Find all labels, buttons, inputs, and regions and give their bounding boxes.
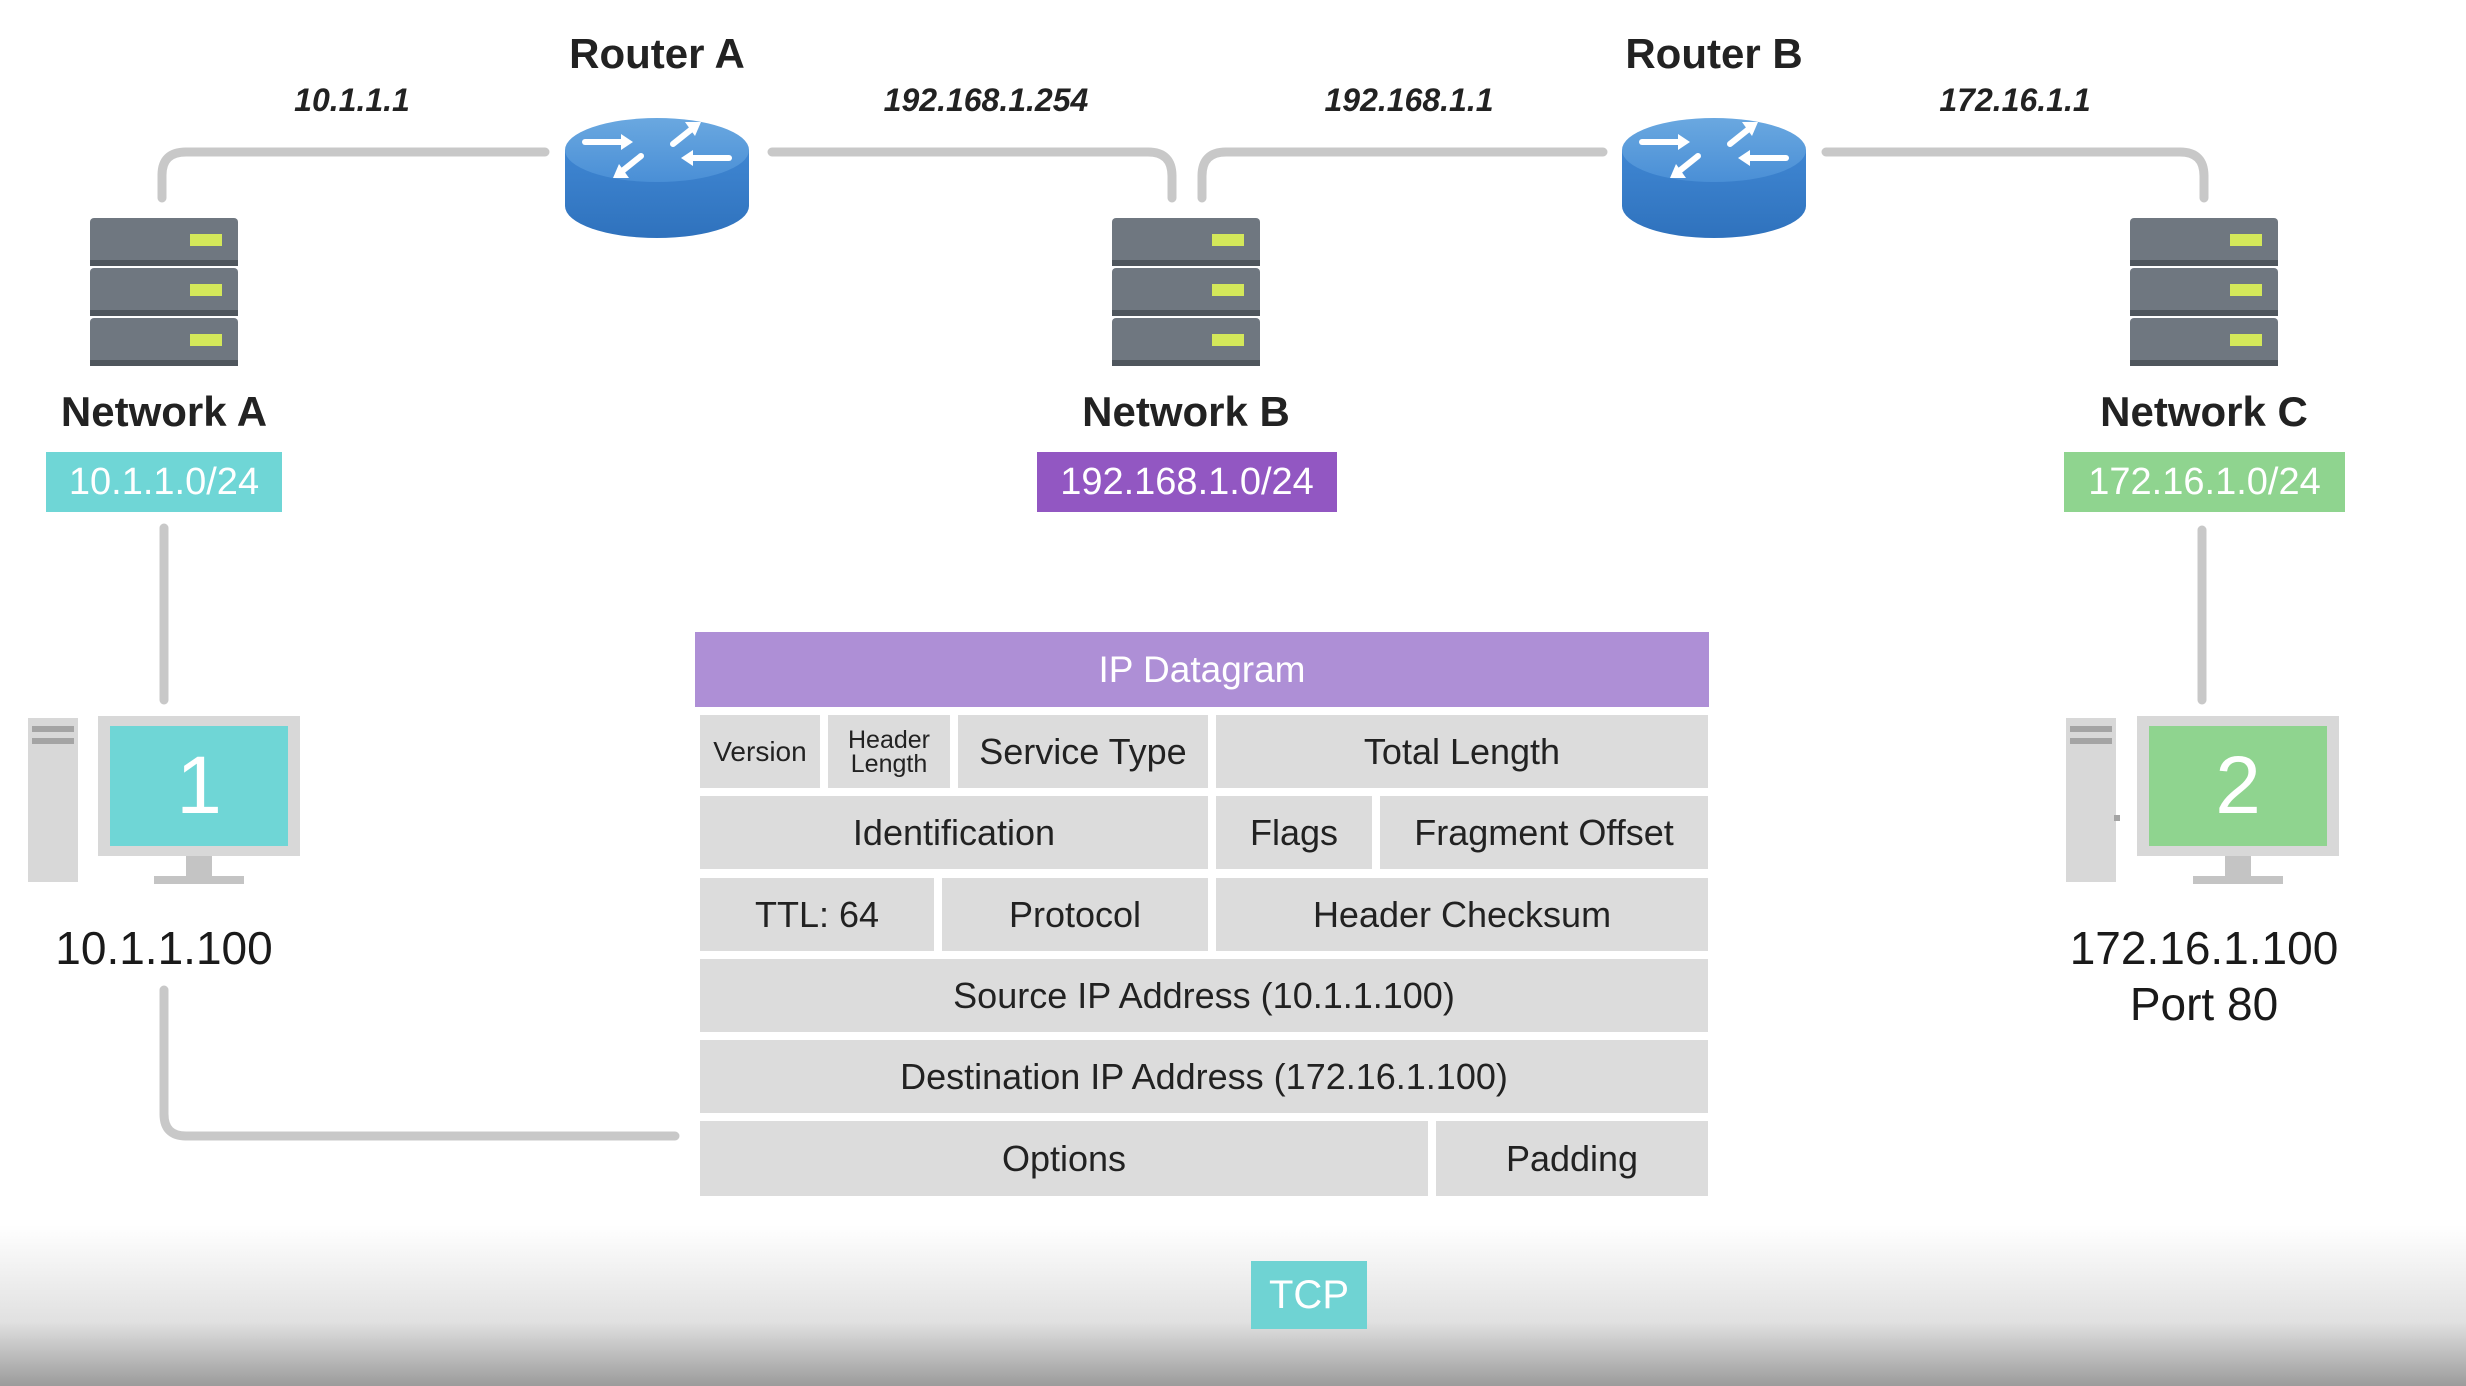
network-b-server-icon bbox=[1112, 218, 1260, 366]
field-source-ip: Source IP Address (10.1.1.100) bbox=[700, 959, 1708, 1032]
link-ip-router-b-net-c: 172.16.1.1 bbox=[1939, 82, 2091, 118]
network-c-label: Network C bbox=[2100, 388, 2308, 435]
svg-text:1: 1 bbox=[176, 740, 222, 831]
router-b-icon bbox=[1622, 118, 1806, 238]
network-b-subnet-badge: 192.168.1.0/24 bbox=[1037, 452, 1337, 512]
field-service-type: Service Type bbox=[958, 715, 1208, 788]
svg-text:2: 2 bbox=[2215, 740, 2261, 831]
field-version: Version bbox=[700, 715, 820, 788]
field-header-length-line-1: Header bbox=[848, 725, 930, 754]
network-a-label: Network A bbox=[60, 388, 268, 435]
field-header-length-line-2: Length bbox=[850, 749, 928, 778]
link-ip-router-b-net-b: 192.168.1.1 bbox=[1324, 82, 1494, 118]
field-identification: Identification bbox=[700, 796, 1208, 869]
router-a-icon bbox=[565, 118, 749, 238]
tcp-payload-badge: TCP bbox=[1251, 1261, 1367, 1329]
field-destination-ip: Destination IP Address (172.16.1.100) bbox=[700, 1040, 1708, 1113]
link-ip-router-a-net-b: 192.168.1.254 bbox=[883, 82, 1089, 118]
host-2-ip: 172.16.1.100 bbox=[2069, 922, 2339, 974]
wire-router-b-network-c bbox=[1821, 147, 2209, 203]
wire-host-1-datagram bbox=[159, 985, 680, 1141]
router-a-label: Router A bbox=[569, 30, 745, 77]
host-2-computer-icon: 2 bbox=[2066, 716, 2339, 884]
field-ttl: TTL: 64 bbox=[700, 878, 934, 951]
field-padding: Padding bbox=[1436, 1121, 1708, 1196]
link-ip-router-a-net-a: 10.1.1.1 bbox=[294, 82, 410, 118]
field-header-length: Header Length bbox=[828, 715, 950, 788]
field-fragment-offset: Fragment Offset bbox=[1380, 796, 1708, 869]
host-1-ip: 10.1.1.100 bbox=[55, 922, 273, 974]
field-header-checksum: Header Checksum bbox=[1216, 878, 1708, 951]
field-options: Options bbox=[700, 1121, 1428, 1196]
field-flags: Flags bbox=[1216, 796, 1372, 869]
wire-router-a-network-b bbox=[767, 147, 1177, 203]
network-b-label: Network B bbox=[1082, 388, 1290, 435]
ip-datagram-title: IP Datagram bbox=[695, 632, 1709, 707]
field-total-length: Total Length bbox=[1216, 715, 1708, 788]
network-c-server-icon bbox=[2130, 218, 2278, 366]
host-2-port: Port 80 bbox=[2129, 978, 2279, 1030]
network-a-server-icon bbox=[90, 218, 238, 366]
field-protocol: Protocol bbox=[942, 878, 1208, 951]
router-b-label: Router B bbox=[1625, 30, 1803, 77]
host-1-computer-icon: 1 bbox=[28, 716, 300, 884]
wire-network-b-router-b bbox=[1197, 147, 1608, 203]
network-c-subnet-badge: 172.16.1.0/24 bbox=[2064, 452, 2345, 512]
network-a-subnet-badge: 10.1.1.0/24 bbox=[46, 452, 282, 512]
wire-network-a-router-a bbox=[157, 147, 550, 203]
